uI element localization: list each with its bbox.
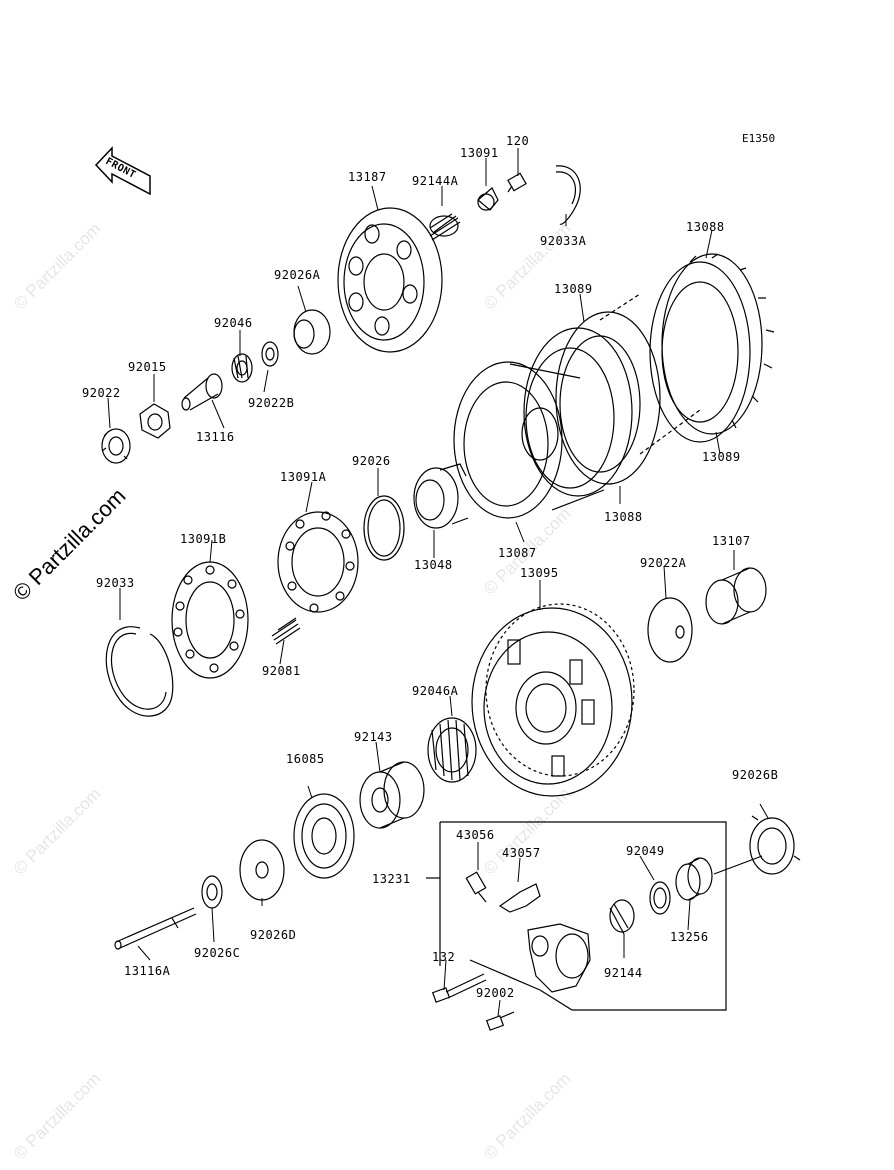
washer-92022a-icon: [647, 597, 693, 663]
part-label[interactable]: 92046: [214, 316, 253, 330]
part-label[interactable]: 13089: [702, 450, 741, 464]
part-label[interactable]: 13116: [196, 430, 235, 444]
part-label[interactable]: 92022B: [248, 396, 295, 410]
plate-13091b-icon: [171, 561, 249, 679]
part-label[interactable]: 92022A: [640, 556, 687, 570]
gasket-92026b-icon: [749, 815, 801, 875]
part-label[interactable]: 92002: [476, 986, 515, 1000]
holder-13091a-icon: [277, 511, 359, 613]
friction-plates-13088-icon: [649, 253, 775, 443]
bearing-92046-icon: [231, 353, 253, 383]
clutch-housing-13095-icon: [471, 603, 635, 797]
ring-92026-icon: [363, 495, 405, 561]
part-label[interactable]: 92033: [96, 576, 135, 590]
steel-plates-13089-icon: [555, 311, 661, 485]
cap-13091-icon: [477, 187, 499, 211]
part-label[interactable]: 13087: [498, 546, 537, 560]
part-label[interactable]: 92026A: [274, 268, 321, 282]
bolt-120-icon: [507, 172, 527, 193]
part-label[interactable]: 13107: [712, 534, 751, 548]
part-label[interactable]: 13116A: [124, 964, 171, 978]
part-label[interactable]: 43056: [456, 828, 495, 842]
washer-92026c-icon: [201, 875, 223, 909]
piston-13256-icon: [675, 857, 713, 901]
washer-92015-icon: [139, 403, 171, 439]
clutch-hub-13087-icon: [453, 361, 605, 519]
part-label[interactable]: 13091B: [180, 532, 227, 546]
part-label[interactable]: 92081: [262, 664, 301, 678]
bolt-132-icon: [431, 973, 487, 1003]
part-label[interactable]: 92144: [604, 966, 643, 980]
part-label[interactable]: 92022: [82, 386, 121, 400]
release-cylinder-13231-icon: [527, 923, 591, 993]
washer-92026d-icon: [239, 839, 285, 901]
diagram-code: E1350: [742, 132, 776, 145]
part-label[interactable]: 92026B: [732, 768, 779, 782]
part-label[interactable]: 13091: [460, 146, 499, 160]
sleeve-13107-icon: [705, 567, 767, 625]
bolt-92002-icon: [485, 1011, 515, 1031]
part-label[interactable]: 13088: [604, 510, 643, 524]
part-label[interactable]: 120: [506, 134, 530, 148]
part-label[interactable]: 92143: [354, 730, 393, 744]
boot-92144-icon: [609, 899, 635, 935]
rod-13116a-icon: [114, 907, 197, 950]
sleeve-92143-icon: [359, 761, 425, 829]
part-label[interactable]: 13187: [348, 170, 387, 184]
part-label[interactable]: 13095: [520, 566, 559, 580]
spring-92144a-icon: [429, 213, 461, 241]
nut-92022-icon: [101, 428, 131, 464]
part-label[interactable]: 13231: [372, 872, 411, 886]
collar-92026a-icon: [293, 309, 331, 355]
part-label[interactable]: 92144A: [412, 174, 459, 188]
part-label[interactable]: 13089: [554, 282, 593, 296]
spring-92081-icon: [271, 617, 301, 645]
part-label[interactable]: 92026C: [194, 946, 241, 960]
part-label[interactable]: 13091A: [280, 470, 327, 484]
circlip-92033a-icon: [555, 165, 581, 225]
part-label[interactable]: 132: [432, 950, 456, 964]
circlip-92033-icon: [105, 626, 174, 717]
needle-bearing-92046a-icon: [427, 717, 477, 783]
pressure-plate-13187-icon: [337, 207, 443, 353]
pushrod-13116-icon: [181, 373, 223, 411]
release-assembly-frame: [426, 821, 727, 1011]
part-label[interactable]: 92015: [128, 360, 167, 374]
part-label[interactable]: 92033A: [540, 234, 587, 248]
sleeve-13048-icon: [413, 463, 469, 529]
gear-16085-icon: [293, 793, 355, 879]
friction-plates-13088-mid-icon: [523, 327, 633, 497]
part-label[interactable]: 92049: [626, 844, 665, 858]
part-label[interactable]: 92046A: [412, 684, 459, 698]
bleeder-43056-icon: [465, 871, 487, 903]
part-label[interactable]: 13088: [686, 220, 725, 234]
part-label[interactable]: 92026D: [250, 928, 297, 942]
part-label[interactable]: 43057: [502, 846, 541, 860]
front-arrow-icon: [94, 146, 151, 196]
part-label[interactable]: 92026: [352, 454, 391, 468]
seal-92049-icon: [649, 881, 671, 915]
cap-43057-icon: [498, 883, 541, 913]
washer-92022b-icon: [261, 341, 279, 367]
part-label[interactable]: 13256: [670, 930, 709, 944]
part-label[interactable]: 16085: [286, 752, 325, 766]
part-label[interactable]: 13048: [414, 558, 453, 572]
